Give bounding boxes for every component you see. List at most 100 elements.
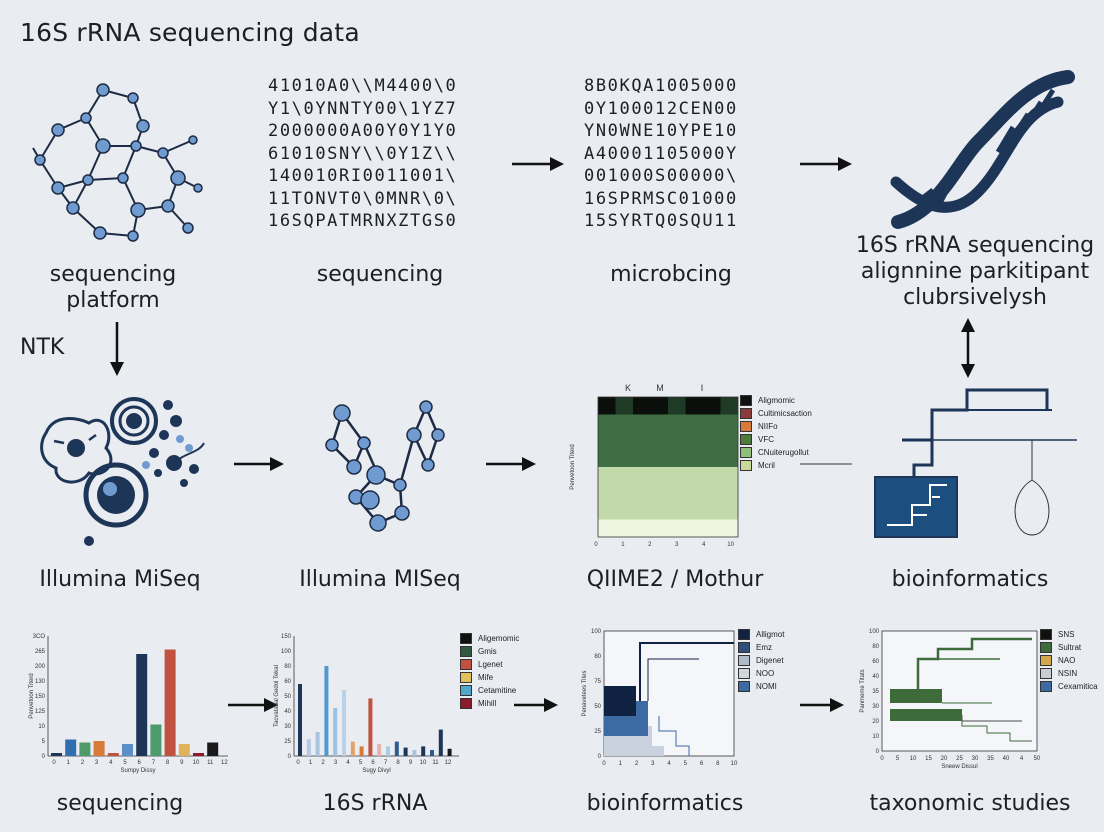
x-tick: 3 bbox=[334, 760, 338, 766]
x-tick: 3 bbox=[95, 760, 99, 766]
legend-label: Lgenet bbox=[478, 660, 503, 669]
bar bbox=[333, 708, 338, 756]
x-tick: 6 bbox=[371, 760, 375, 766]
bar bbox=[368, 698, 373, 756]
bar bbox=[430, 750, 434, 756]
heatmap-top-label: I bbox=[701, 383, 704, 393]
heatmap-x-tick: 1 bbox=[621, 542, 625, 548]
x-tick: 1 bbox=[67, 760, 71, 766]
heatmap-cell bbox=[615, 449, 633, 467]
heatmap-cell bbox=[633, 519, 651, 537]
legend-entry: VFC bbox=[740, 433, 812, 446]
caption-illumina-miseq-1: Illumina MiSeq bbox=[39, 567, 201, 592]
heatmap-cell bbox=[615, 467, 633, 485]
heatmap-cell bbox=[615, 484, 633, 502]
arrow-right-icon bbox=[512, 157, 564, 171]
arrow-right-icon bbox=[800, 698, 844, 712]
legend-swatch bbox=[1040, 642, 1052, 653]
heatmap-cell bbox=[615, 502, 633, 520]
bar bbox=[447, 748, 452, 756]
step-line bbox=[658, 716, 690, 756]
legend-swatch bbox=[738, 655, 750, 666]
x-tick: 3 bbox=[651, 761, 655, 767]
microbe-cells-icon bbox=[40, 397, 205, 546]
legend-label: SNS bbox=[1058, 630, 1075, 639]
heatmap-cell bbox=[720, 519, 738, 537]
legend-label: Alligmot bbox=[756, 630, 785, 639]
heatmap-top-label: M bbox=[656, 383, 664, 393]
x-tick: 0 bbox=[296, 760, 300, 766]
legend-swatch bbox=[740, 434, 752, 445]
caption-qiime2-mothur: QIIME2 / Mothur bbox=[586, 567, 764, 592]
x-tick: 10 bbox=[910, 756, 917, 762]
heatmap-cell bbox=[685, 414, 703, 432]
heatmap-cell bbox=[633, 484, 651, 502]
bar bbox=[122, 744, 133, 756]
code-line: 0Y100012CEN00 bbox=[584, 98, 738, 119]
heatmap-cell bbox=[633, 449, 651, 467]
code-line: 16SQPATMRNXZTGS0 bbox=[268, 211, 458, 231]
code-line: 61010SNY\\0Y1Z\\ bbox=[268, 143, 458, 164]
heatmap-cell bbox=[615, 432, 633, 450]
legend-label: Mife bbox=[478, 673, 494, 682]
y-tick: 200 bbox=[35, 664, 46, 670]
x-tick: 2 bbox=[635, 761, 639, 767]
heatmap-cell bbox=[650, 432, 668, 450]
bar bbox=[342, 690, 346, 756]
y-tick: 5 bbox=[42, 739, 46, 745]
caption-16s-rrna: 16S rRNA bbox=[322, 791, 428, 816]
x-tick: 10 bbox=[731, 761, 738, 767]
legend-swatch bbox=[738, 642, 750, 653]
code-line: Y1\0YNNTY00\1YZ7 bbox=[268, 98, 458, 119]
y-tick: 150 bbox=[281, 634, 292, 640]
legend-entry: Lgenet bbox=[460, 658, 519, 671]
y-tick: 0 bbox=[42, 754, 46, 760]
legend-label: NAO bbox=[1058, 656, 1076, 665]
heatmap-y-label: Penvetoon Titerd bbox=[570, 444, 576, 489]
caption-line: sequencing bbox=[49, 262, 177, 287]
legend-swatch bbox=[740, 460, 752, 471]
heatmap-cell bbox=[720, 397, 738, 415]
x-tick: 15 bbox=[925, 756, 932, 762]
heatmap-cell bbox=[598, 397, 616, 415]
heatmap-cell bbox=[685, 502, 703, 520]
x-tick: 7 bbox=[384, 760, 388, 766]
bar bbox=[350, 741, 355, 756]
heatmap-x-tick: 10 bbox=[727, 542, 734, 548]
x-tick: 10 bbox=[193, 760, 200, 766]
x-tick: 7 bbox=[152, 760, 156, 766]
x-tick: 20 bbox=[941, 756, 948, 762]
legend-label: Emz bbox=[756, 643, 772, 652]
x-tick: 12 bbox=[445, 760, 452, 766]
code-line: YN0WNE10YPE10 bbox=[584, 121, 738, 141]
heatmap-cell bbox=[703, 397, 721, 415]
heatmap-cell bbox=[668, 414, 686, 432]
y-tick: 80 bbox=[872, 644, 879, 650]
y-tick: 0 bbox=[598, 754, 602, 760]
heatmap-cell bbox=[720, 432, 738, 450]
y-tick: 3CO bbox=[33, 634, 46, 640]
caption-bioinformatics-1: bioinformatics bbox=[891, 567, 1049, 592]
heatmap-x-tick: 3 bbox=[675, 542, 679, 548]
x-label: Sneew Dissul bbox=[941, 764, 977, 770]
caption-illumina-miseq-2: Illumina MISeq bbox=[299, 567, 461, 592]
band bbox=[890, 709, 962, 721]
node-graph-icon bbox=[325, 400, 445, 532]
legend-label: Aligmomic bbox=[758, 396, 795, 405]
y-tick: 10 bbox=[872, 734, 879, 740]
heatmap-cell bbox=[703, 467, 721, 485]
x-tick: 5 bbox=[896, 756, 900, 762]
legend-entry: Gmis bbox=[460, 645, 519, 658]
bar bbox=[359, 746, 364, 756]
code-line: A40001105000Y bbox=[584, 143, 738, 164]
step-series bbox=[961, 715, 1032, 742]
heatmap-cell bbox=[703, 484, 721, 502]
bar bbox=[386, 746, 390, 756]
x-tick: 2 bbox=[321, 760, 325, 766]
caption-microbcing: microbcing bbox=[610, 262, 732, 287]
legend-label: Gmis bbox=[478, 647, 497, 656]
bar bbox=[306, 739, 311, 756]
